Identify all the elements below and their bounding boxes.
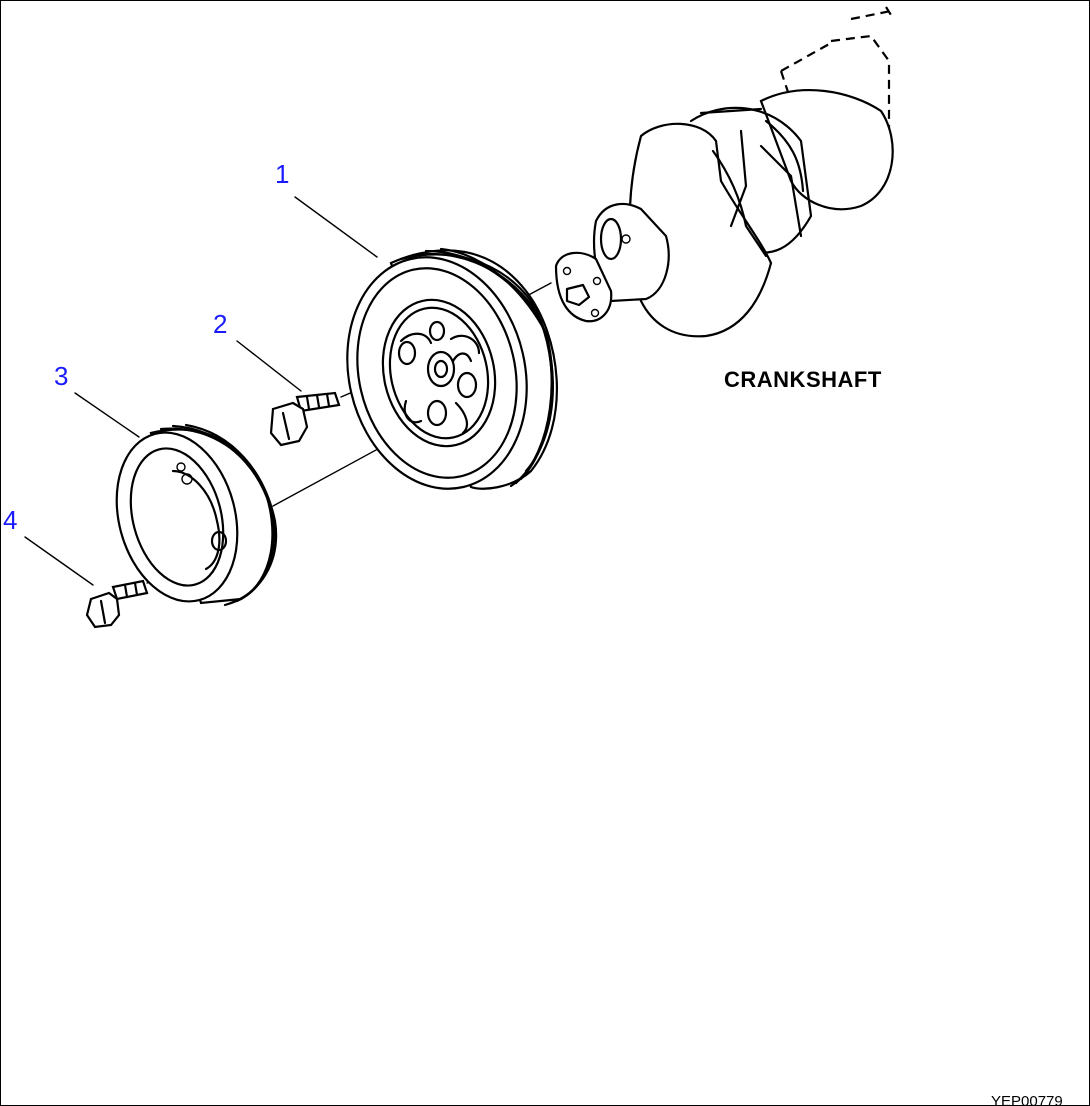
drive-pulley-drawing (115, 423, 278, 607)
drive-pulley-bolt-drawing (85, 579, 149, 629)
callout-number-4: 4 (3, 505, 18, 535)
crankshaft-drawing (554, 6, 894, 338)
callout-number-1: 1 (275, 159, 290, 189)
crankshaft-pulley-drawing (346, 247, 558, 490)
pulley-bolt-drawing (269, 391, 341, 447)
callout-number-3: 3 (54, 361, 69, 391)
callout-number-2: 2 (213, 309, 228, 339)
crankshaft-label: CRANKSHAFT (724, 367, 882, 392)
figure-code: YEP00779 (991, 1093, 1063, 1106)
callout-leaders (24, 196, 378, 586)
